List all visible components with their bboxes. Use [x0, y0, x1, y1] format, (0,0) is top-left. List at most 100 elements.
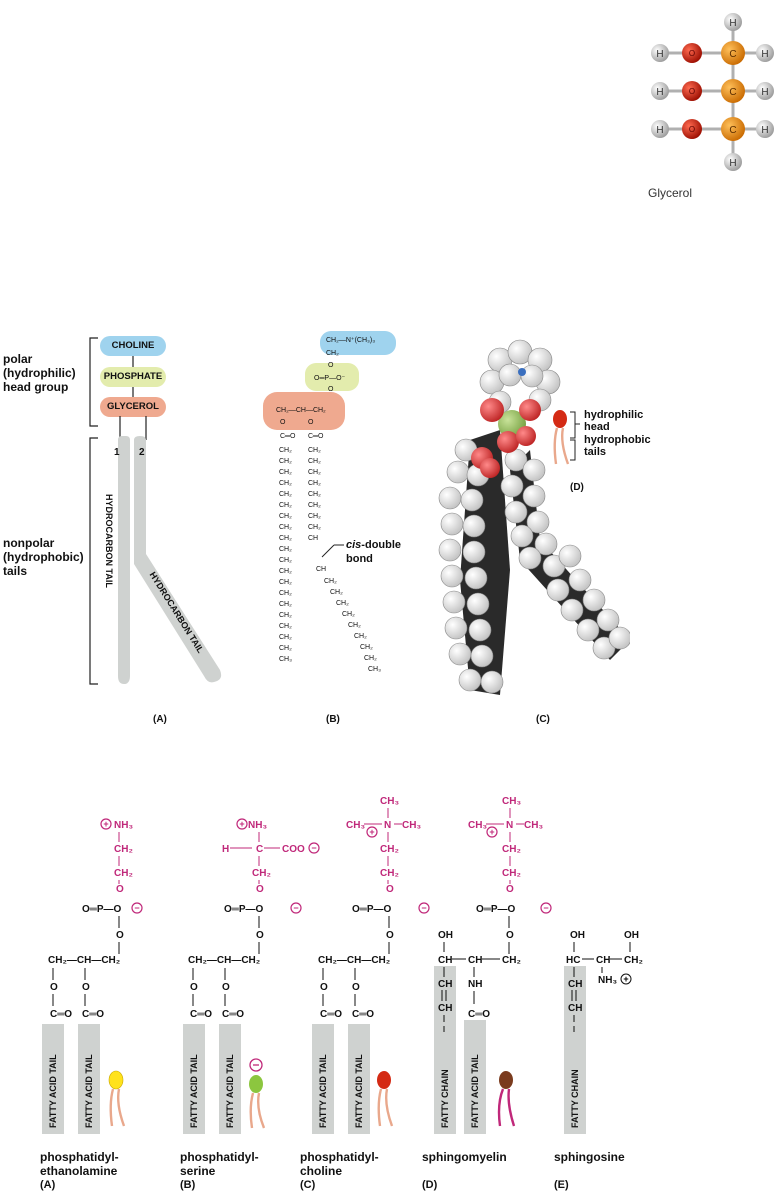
svg-text:O: O [222, 982, 230, 993]
svg-text:HC: HC [566, 955, 580, 966]
svg-text:C═O: C═O [468, 1009, 490, 1020]
pc-tail-1 [312, 1024, 334, 1134]
panel-b-caption: (B) [326, 714, 340, 725]
svg-text:O: O [689, 87, 695, 96]
svg-text:N: N [506, 820, 513, 831]
sm-name: sphingomyelin (D) [422, 1150, 507, 1191]
sm-symbol-icon [497, 1071, 516, 1127]
svg-text:O═P—O: O═P—O [476, 904, 516, 915]
sm-tail-2 [464, 1020, 486, 1134]
glycerol-block [263, 392, 345, 430]
cis-double-bond-label: cis-double bond [346, 539, 402, 565]
svg-text:CH₂: CH₂ [380, 844, 399, 855]
svg-text:OH: OH [570, 930, 585, 941]
ps-tail-1 [183, 1024, 205, 1134]
svg-text:O: O [256, 930, 264, 941]
svg-text:C═O: C═O [222, 1009, 244, 1020]
tail-2-number: 2 [139, 447, 145, 458]
svg-text:C: C [256, 844, 263, 855]
svg-text:H: H [656, 49, 663, 60]
bracket-icon [89, 337, 98, 685]
svg-text:NH₃: NH₃ [114, 820, 133, 831]
nonpolar-tails-label: nonpolar (hydrophobic) tails [3, 536, 84, 578]
svg-text:O: O [256, 884, 264, 895]
sg-name: sphingosine (E) [554, 1150, 625, 1191]
svg-text:CH₂: CH₂ [502, 868, 521, 879]
svg-text:H: H [761, 87, 768, 98]
svg-text:NH: NH [468, 979, 482, 990]
svg-text:O: O [689, 49, 695, 58]
svg-text:CH₂—CH—CH₂: CH₂—CH—CH₂ [188, 955, 260, 966]
glycerol-ball-stick-icon: H H H H H H H H O O O C C C [651, 13, 774, 171]
hydrophobic-tails-label: hydrophobic tails [584, 434, 651, 458]
svg-text:O: O [116, 884, 124, 895]
svg-text:−: − [134, 903, 139, 913]
svg-text:CH₃: CH₃ [502, 796, 521, 807]
svg-text:H: H [656, 87, 663, 98]
svg-text:−: − [293, 903, 298, 913]
svg-text:CH₃: CH₃ [346, 820, 365, 831]
svg-text:+: + [239, 819, 244, 829]
space-filling-model-icon [438, 339, 630, 695]
svg-text:O: O [320, 982, 328, 993]
pc-symbol-icon [377, 1071, 394, 1127]
svg-text:O: O [689, 125, 695, 134]
svg-text:C═O: C═O [82, 1009, 104, 1020]
svg-text:OH: OH [438, 930, 453, 941]
svg-text:O: O [82, 982, 90, 993]
svg-text:NH₃: NH₃ [598, 975, 617, 986]
svg-text:C═O: C═O [50, 1009, 72, 1020]
svg-text:CH: CH [568, 1003, 582, 1014]
ps-tail-2 [219, 1024, 241, 1134]
svg-text:OH: OH [624, 930, 639, 941]
pe-tail-2 [78, 1024, 100, 1134]
svg-text:O: O [190, 982, 198, 993]
svg-text:C: C [729, 87, 736, 98]
ps-symbol-icon [249, 1058, 266, 1129]
svg-text:CH₂: CH₂ [380, 868, 399, 879]
panel-d-legend-caption: (D) [570, 482, 584, 493]
svg-text:CH₃: CH₃ [402, 820, 421, 831]
svg-text:CH: CH [438, 955, 452, 966]
svg-text:N: N [384, 820, 391, 831]
sm-tail-1 [434, 966, 456, 1134]
svg-text:CH: CH [596, 955, 610, 966]
svg-text:CH₂: CH₂ [114, 868, 133, 879]
svg-text:CH₂: CH₂ [502, 844, 521, 855]
phosphate-pill: PHOSPHATE [100, 367, 166, 387]
pc-tail-2 [348, 1024, 370, 1134]
svg-text:+: + [623, 974, 628, 984]
svg-text:C═O: C═O [320, 1009, 342, 1020]
svg-text:CH₃: CH₃ [468, 820, 487, 831]
sg-tail [564, 966, 586, 1134]
svg-text:O═P—O: O═P—O [82, 904, 122, 915]
tail-1-label: HYDROCARBON TAIL [104, 494, 114, 588]
svg-text:H: H [656, 125, 663, 136]
phosphate-block [305, 363, 359, 391]
svg-text:CH₃: CH₃ [524, 820, 543, 831]
svg-text:−: − [543, 903, 548, 913]
svg-text:O: O [352, 982, 360, 993]
svg-text:O: O [506, 884, 514, 895]
svg-text:CH₃: CH₃ [380, 796, 399, 807]
sm-sg-formulas: CH₃ CH₃ N CH₃ CH₂ CH₂ O + − O═P—O O OH CH… [438, 796, 643, 1032]
svg-text:CH: CH [438, 979, 452, 990]
hydrocarbon-tails-icon [118, 436, 222, 684]
svg-text:C═O: C═O [190, 1009, 212, 1020]
pe-tail-1 [42, 1024, 64, 1134]
svg-text:O═P—O: O═P—O [224, 904, 264, 915]
svg-text:C: C [729, 125, 736, 136]
glycerol-h-label: H [729, 18, 736, 29]
svg-text:CH₂: CH₂ [252, 868, 271, 879]
svg-text:O: O [50, 982, 58, 993]
svg-text:O: O [386, 930, 394, 941]
panel-c-caption: (C) [536, 714, 550, 725]
ps-name: phosphatidyl-serine (B) [180, 1150, 259, 1191]
svg-text:CH: CH [438, 1003, 452, 1014]
pc-name: phosphatidyl-choline (C) [300, 1150, 379, 1191]
tail-1-number: 1 [114, 447, 120, 458]
svg-text:O: O [506, 930, 514, 941]
panel-a-caption: (A) [153, 714, 167, 725]
cis-pointer-icon [321, 544, 344, 558]
